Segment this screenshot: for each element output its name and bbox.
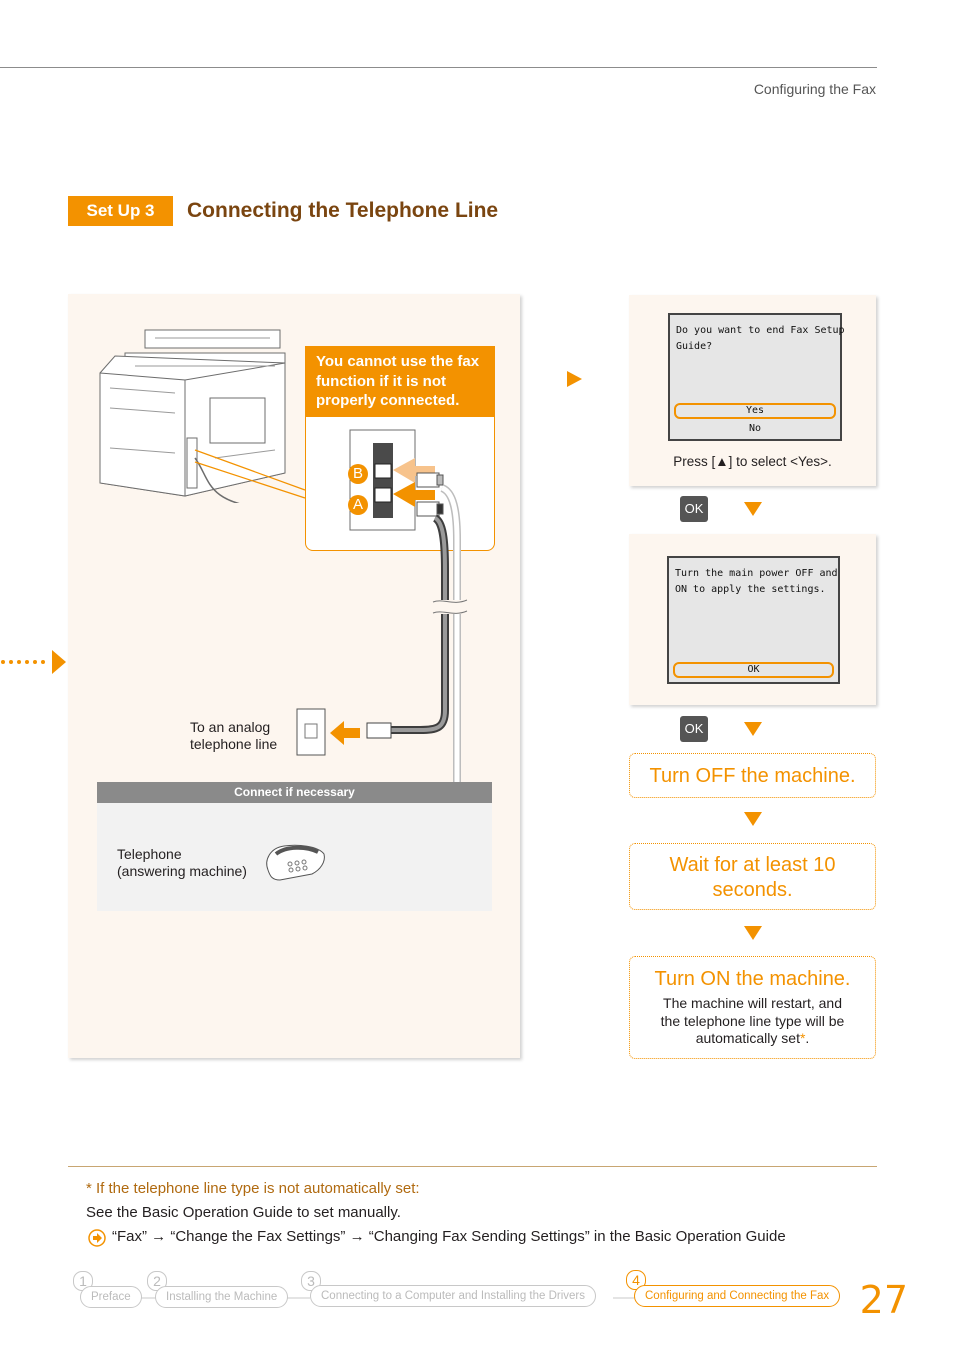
nav-tab-configuring-fax[interactable]: Configuring and Connecting the Fax <box>634 1285 841 1307</box>
screen1-option-yes[interactable]: Yes <box>674 403 836 419</box>
footnote-reference-link[interactable]: “Fax” → “Change the Fax Settings” → “Cha… <box>112 1228 786 1245</box>
wall-jack-icon <box>296 708 326 756</box>
nav-tab-installing-machine[interactable]: Installing the Machine <box>155 1286 289 1308</box>
screen1-line2: Guide? <box>676 341 713 352</box>
screen1-line1: Do you want to end Fax Setup <box>676 325 845 336</box>
step-turn-off-text: Turn OFF the machine. <box>649 765 856 787</box>
ports-zoom-illustration <box>349 429 444 531</box>
step-turn-on: Turn ON the machine. The machine will re… <box>629 956 876 1059</box>
connect-if-necessary-bar: Connect if necessary <box>97 782 492 803</box>
top-divider <box>0 67 877 68</box>
step-turn-on-sub-2: the telephone line type will be <box>660 1012 845 1029</box>
ok-key-button[interactable]: OK <box>680 716 708 742</box>
step-turn-on-sub-3: automatically set*. <box>630 1030 875 1048</box>
port-a-label: A <box>348 495 368 515</box>
page-number: 27 <box>859 1278 908 1322</box>
page-title: Connecting the Telephone Line <box>187 199 499 222</box>
nav-tab-connecting-computer[interactable]: Connecting to a Computer and Installing … <box>310 1285 597 1307</box>
screen2-lcd: Turn the main power OFF and ON to apply … <box>667 556 840 684</box>
screen1-lcd: Do you want to end Fax Setup Guide? Yes … <box>668 313 845 441</box>
screen1-caption: Press [▲] to select <Yes>. <box>673 454 832 469</box>
footnote-divider <box>68 1166 877 1167</box>
footnote-title: * If the telephone line type is not auto… <box>86 1180 420 1197</box>
down-arrow-icon <box>744 926 762 940</box>
down-arrow-icon <box>744 502 762 516</box>
telephone-label-2: (answering machine) <box>117 863 247 879</box>
step-turn-on-sub-3-text: automatically set <box>695 1030 800 1046</box>
telephone-label-1: Telephone <box>117 846 182 862</box>
section-title: Configuring the Fax <box>753 81 876 97</box>
step-turn-on-sub-1: The machine will restart, and <box>663 995 842 1011</box>
step-wait-line2: seconds. <box>712 879 793 901</box>
asterisk-mark: * <box>799 1030 806 1046</box>
footnote-body: See the Basic Operation Guide to set man… <box>86 1204 401 1221</box>
warning-text: You cannot use the fax function if it is… <box>306 347 494 417</box>
screen2-line2: ON to apply the settings. <box>675 584 826 595</box>
connect-arrow-icon <box>330 721 360 745</box>
nav-tab-preface[interactable]: Preface <box>80 1286 142 1308</box>
callout-lines <box>194 449 306 499</box>
analog-line-label-1: To an analog <box>190 719 271 735</box>
down-arrow-icon <box>744 722 762 736</box>
continue-arrow-icon <box>1 650 66 674</box>
down-arrow-icon <box>744 812 762 826</box>
telephone-icon <box>266 844 325 881</box>
analog-line-label-2: telephone line <box>190 736 278 752</box>
port-b-label: B <box>348 464 368 484</box>
screen1-option-no[interactable]: No <box>748 423 762 434</box>
ok-key-button[interactable]: OK <box>680 496 708 522</box>
step-arrow-icon <box>567 371 582 387</box>
printer-illustration <box>99 329 286 503</box>
setup-badge: Set Up 3 <box>68 196 173 226</box>
reference-arrow-icon <box>88 1229 106 1247</box>
step-turn-off: Turn OFF the machine. <box>629 753 876 798</box>
step-turn-on-sub-3-end: . <box>805 1030 810 1046</box>
screen2-option-ok[interactable]: OK <box>673 662 834 678</box>
step-turn-on-text: Turn ON the machine. <box>654 968 851 990</box>
step-wait: Wait for at least 10 seconds. <box>629 843 876 910</box>
step-wait-line1: Wait for at least 10 <box>669 854 836 876</box>
screen2-line1: Turn the main power OFF and <box>675 568 838 579</box>
